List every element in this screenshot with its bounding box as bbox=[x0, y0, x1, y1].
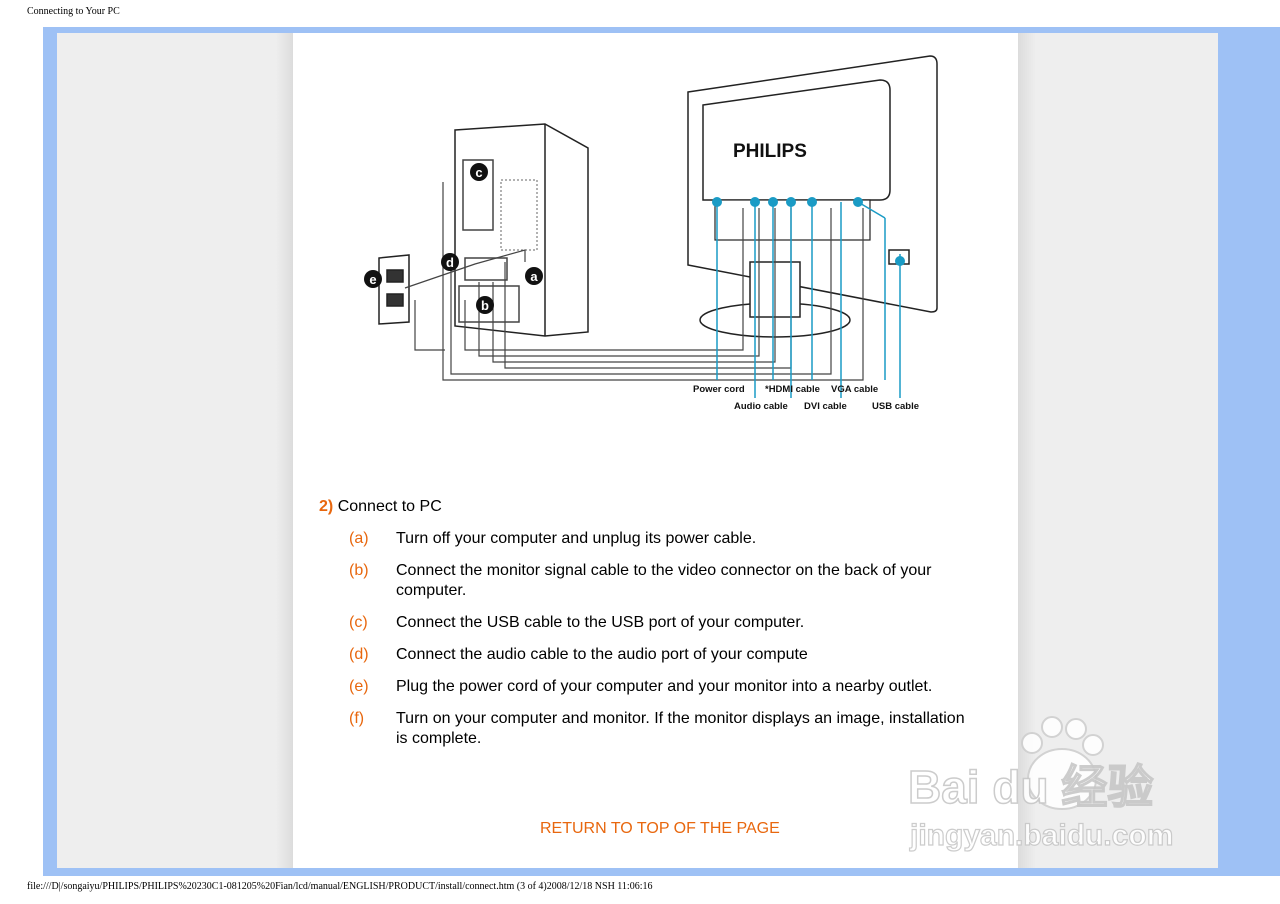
step-list: (a) Turn off your computer and unplug it… bbox=[349, 529, 969, 761]
list-item: (f) Turn on your computer and monitor. I… bbox=[349, 709, 969, 749]
marker-d: d bbox=[441, 253, 459, 271]
watermark-brand: Bai du 经验 bbox=[908, 761, 1153, 813]
item-text: Turn on your computer and monitor. If th… bbox=[396, 710, 965, 747]
label-dvi-cable: DVI cable bbox=[804, 401, 847, 412]
step-number: 2) bbox=[319, 498, 334, 515]
list-item: (e) Plug the power cord of your computer… bbox=[349, 677, 969, 697]
list-item: (b) Connect the monitor signal cable to … bbox=[349, 561, 969, 601]
print-footer: file:///D|/songaiyu/PHILIPS/PHILIPS%2023… bbox=[27, 881, 653, 892]
print-header: Connecting to Your PC bbox=[27, 6, 120, 17]
cable-callouts bbox=[716, 201, 901, 398]
item-letter: (b) bbox=[349, 562, 369, 579]
connection-diagram: PHILIPS a b bbox=[364, 55, 938, 412]
item-letter: (d) bbox=[349, 646, 369, 663]
content-shadow-left bbox=[276, 33, 293, 868]
marker-a-label: a bbox=[530, 269, 538, 284]
marker-c-label: c bbox=[475, 165, 482, 180]
item-text: Plug the power cord of your computer and… bbox=[396, 678, 933, 695]
label-power-cord: Power cord bbox=[693, 384, 745, 395]
pc-tower bbox=[454, 123, 589, 337]
step-title: Connect to PC bbox=[337, 498, 442, 515]
cables bbox=[404, 182, 864, 381]
item-text: Connect the audio cable to the audio por… bbox=[396, 646, 808, 663]
monitor-brand-logo: PHILIPS bbox=[733, 141, 807, 162]
label-usb-cable: USB cable bbox=[872, 401, 919, 412]
list-item: (a) Turn off your computer and unplug it… bbox=[349, 529, 969, 549]
marker-e-label: e bbox=[369, 272, 376, 287]
label-vga-cable: VGA cable bbox=[831, 384, 878, 395]
marker-c: c bbox=[470, 163, 488, 181]
step-heading: 2) Connect to PC bbox=[319, 498, 442, 516]
paw-icon bbox=[1021, 716, 1104, 810]
wall-outlet bbox=[378, 254, 410, 325]
marker-e: e bbox=[364, 270, 382, 288]
item-text: Connect the USB cable to the USB port of… bbox=[396, 614, 805, 631]
baidu-watermark: Bai du 经验 jingyan.baidu.com bbox=[907, 716, 1174, 853]
marker-b: b bbox=[476, 296, 494, 314]
pc-vent-grille bbox=[500, 179, 538, 251]
label-hdmi-cable: *HDMI cable bbox=[765, 384, 820, 395]
port-dots bbox=[712, 197, 905, 266]
item-letter: (f) bbox=[349, 710, 365, 727]
watermark-url: jingyan.baidu.com bbox=[909, 819, 1173, 852]
item-letter: (a) bbox=[349, 530, 369, 547]
content-shadow-right bbox=[1018, 33, 1036, 868]
marker-b-label: b bbox=[481, 298, 489, 313]
item-letter: (e) bbox=[349, 678, 369, 695]
item-text: Turn off your computer and unplug its po… bbox=[396, 530, 757, 547]
item-text: Connect the monitor signal cable to the … bbox=[396, 562, 932, 599]
list-item: (d) Connect the audio cable to the audio… bbox=[349, 645, 969, 665]
marker-d-label: d bbox=[446, 255, 454, 270]
label-audio-cable: Audio cable bbox=[734, 401, 788, 412]
return-to-top-link[interactable]: RETURN TO TOP OF THE PAGE bbox=[540, 820, 780, 837]
list-item: (c) Connect the USB cable to the USB por… bbox=[349, 613, 969, 633]
marker-a: a bbox=[525, 267, 543, 285]
item-letter: (c) bbox=[349, 614, 368, 631]
